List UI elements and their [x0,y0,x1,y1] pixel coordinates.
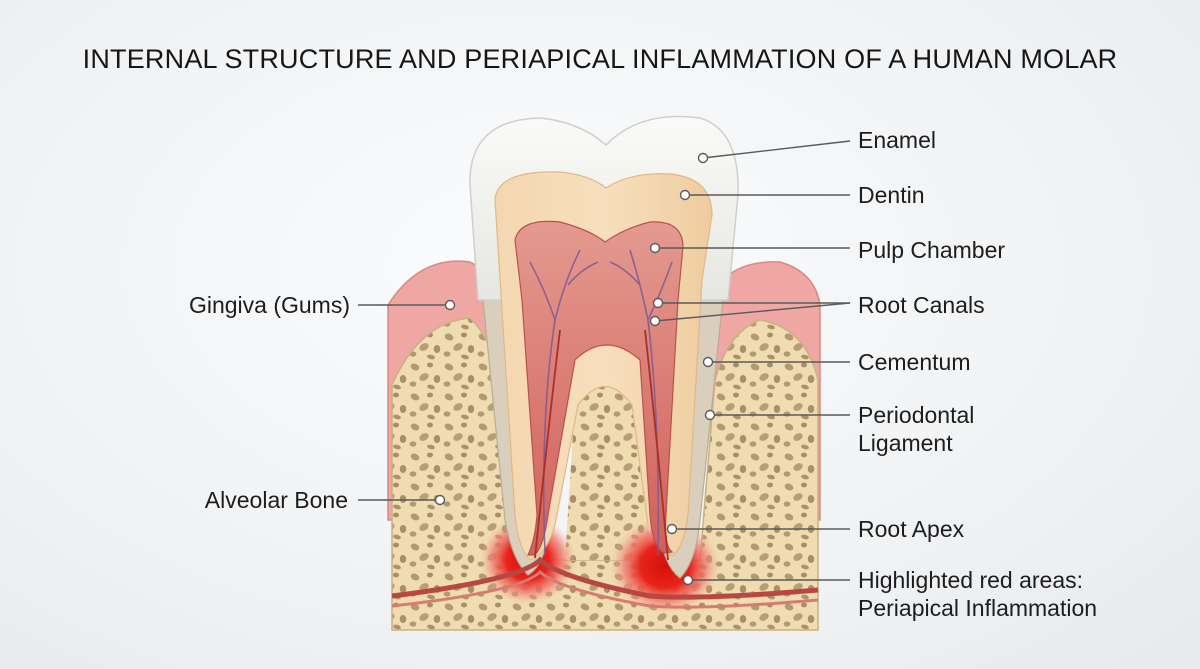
label-enamel: Enamel [858,127,936,153]
molar-tooth [469,115,739,579]
pulp-chamber [514,220,684,556]
leader-lines [358,140,851,581]
label-alveolar-bone: Alveolar Bone [204,487,348,513]
label-gingiva: Gingiva (Gums) [188,292,350,318]
label-pulp-chamber: Pulp Chamber [858,237,1006,263]
label-inflammation-line1: Highlighted red areas: [858,567,1084,593]
label-root-apex: Root Apex [858,516,965,542]
label-cementum: Cementum [858,349,971,375]
label-inflammation-line2: Periapical Inflammation [858,595,1098,621]
label-periodontal-ligament-line2: Ligament [858,430,953,456]
label-root-canals: Root Canals [858,292,985,318]
diagram-title: INTERNAL STRUCTURE AND PERIAPICAL INFLAM… [82,44,1118,74]
label-periodontal-ligament-line1: Periodontal [858,402,975,428]
label-dentin: Dentin [858,182,925,208]
leader-dots [434,152,716,586]
blood-vessel [391,556,819,609]
